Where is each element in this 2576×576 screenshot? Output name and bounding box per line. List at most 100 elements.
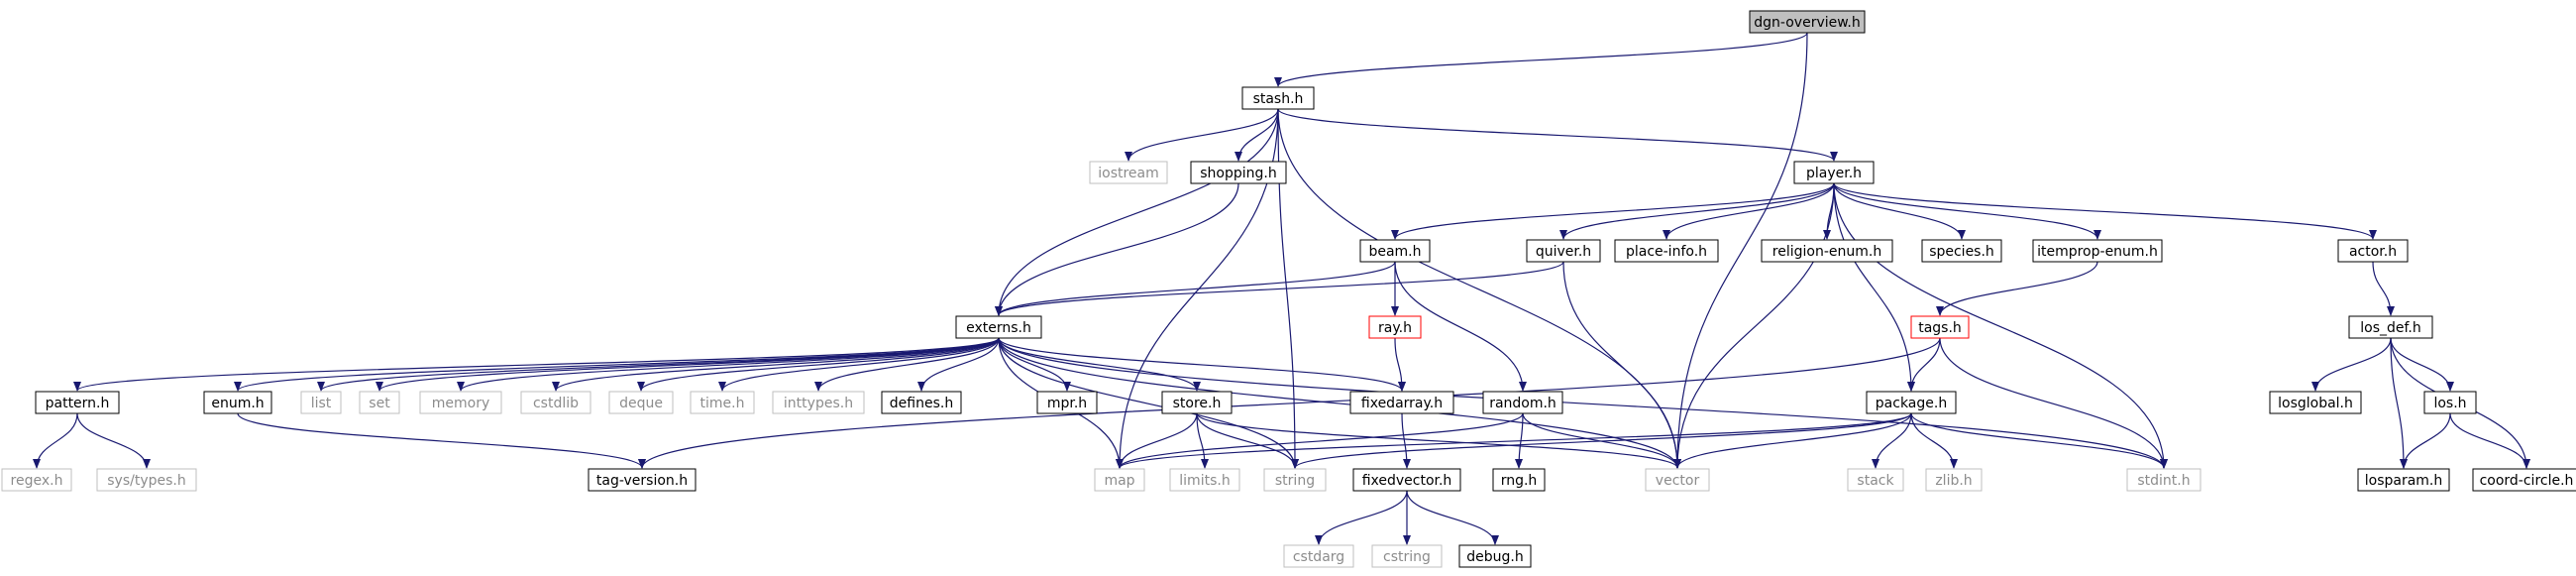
edge-package-h-to-map — [1116, 412, 1912, 469]
node-box — [955, 315, 1042, 339]
node-package-h[interactable]: package.h — [1866, 391, 1957, 414]
node-box — [419, 391, 502, 414]
node-losglobal-h[interactable]: losglobal.h — [2269, 391, 2362, 414]
node-box — [1749, 10, 1866, 34]
node-beam-h[interactable]: beam.h — [1359, 239, 1431, 263]
node-box — [96, 468, 197, 492]
edge-actor-h-to-los-def-h — [2372, 261, 2395, 316]
edge-fixedvector-h-to-debug-h — [1406, 490, 1499, 545]
edge-stash-h-to-vector — [1277, 108, 1681, 469]
node-rng-h[interactable]: rng.h — [1492, 468, 1546, 492]
node-label: shopping.h — [1200, 166, 1276, 181]
edge-externs-h-to-inttypes-h — [814, 337, 1000, 392]
node-mpr-h[interactable]: mpr.h — [1036, 391, 1098, 414]
node-itemprop-enum-h[interactable]: itemprop-enum.h — [2032, 239, 2163, 263]
node-dgn-overview-h[interactable]: dgn-overview.h — [1749, 10, 1866, 34]
node-label: map — [1104, 473, 1134, 489]
node-store-h[interactable]: store.h — [1161, 391, 1233, 414]
node-label: tags.h — [1918, 320, 1962, 336]
node-box — [1645, 468, 1710, 492]
node-enum-h[interactable]: enum.h — [203, 391, 272, 414]
node-box — [1352, 468, 1461, 492]
node-tag-version-h[interactable]: tag-version.h — [588, 468, 697, 492]
node-sys-types-h: sys/types.h — [96, 468, 197, 492]
node-random-h[interactable]: random.h — [1482, 391, 1563, 414]
node-label: list — [311, 396, 332, 411]
node-box — [520, 391, 591, 414]
node-regex-h: regex.h — [1, 468, 72, 492]
node-label: time.h — [700, 396, 745, 411]
node-box — [203, 391, 272, 414]
node-fixedvector-h[interactable]: fixedvector.h — [1352, 468, 1461, 492]
edge-player-h-to-species-h — [1833, 182, 1966, 240]
node-species-h[interactable]: species.h — [1921, 239, 2002, 263]
edge-beam-h-to-random-h — [1394, 261, 1527, 392]
node-pattern-h[interactable]: pattern.h — [35, 391, 120, 414]
edge-externs-h-to-time-h — [718, 337, 1000, 392]
node-label: enum.h — [211, 396, 264, 411]
node-los-def-h[interactable]: los_def.h — [2348, 315, 2433, 339]
edge-dgn-overview-h-to-stash-h — [1274, 32, 1808, 87]
node-time-h: time.h — [690, 391, 755, 414]
node-quiver-h[interactable]: quiver.h — [1526, 239, 1601, 263]
node-label: cstring — [1383, 549, 1431, 565]
node-label: debug.h — [1466, 549, 1523, 565]
edge-player-h-to-vector — [1673, 182, 1835, 469]
node-coord-circle-h[interactable]: coord-circle.h — [2472, 468, 2576, 492]
node-label: stash.h — [1253, 91, 1304, 107]
node-externs-h[interactable]: externs.h — [955, 315, 1042, 339]
node-label: store.h — [1173, 396, 1222, 411]
edge-fixedvector-h-to-cstdarg — [1315, 490, 1408, 545]
node-box — [2348, 315, 2433, 339]
node-label: mpr.h — [1047, 396, 1087, 411]
edge-player-h-to-stdint-h — [1833, 182, 2168, 469]
node-label: rng.h — [1501, 473, 1538, 489]
node-debug-h[interactable]: debug.h — [1458, 544, 1532, 568]
edge-player-h-to-actor-h — [1833, 182, 2377, 240]
node-losparam-h[interactable]: losparam.h — [2357, 468, 2450, 492]
node-box — [1847, 468, 1904, 492]
node-religion-enum-h[interactable]: religion-enum.h — [1761, 239, 1893, 263]
node-box — [1349, 391, 1454, 414]
node-label: tag-version.h — [596, 473, 688, 489]
node-label: stdint.h — [2137, 473, 2190, 489]
node-ray-h[interactable]: ray.h — [1368, 315, 1422, 339]
node-fixedarray-h[interactable]: fixedarray.h — [1349, 391, 1454, 414]
node-box — [35, 391, 120, 414]
node-defines-h[interactable]: defines.h — [881, 391, 962, 414]
node-list: list — [300, 391, 342, 414]
node-label: coord-circle.h — [2480, 473, 2574, 489]
node-box — [1925, 468, 1983, 492]
node-actor-h[interactable]: actor.h — [2337, 239, 2409, 263]
node-stash-h[interactable]: stash.h — [1241, 86, 1315, 110]
edge-quiver-h-to-externs-h — [995, 261, 1564, 316]
node-place-info-h[interactable]: place-info.h — [1614, 239, 1719, 263]
node-player-h[interactable]: player.h — [1793, 161, 1875, 184]
edge-externs-h-to-defines-h — [917, 337, 1000, 392]
node-label: deque — [619, 396, 663, 411]
node-los-h[interactable]: los.h — [2423, 391, 2477, 414]
edge-pattern-h-to-regex-h — [33, 412, 78, 469]
node-box — [1283, 544, 1354, 568]
edge-tags-h-to-stdint-h — [1939, 337, 2168, 469]
node-label: string — [1275, 473, 1315, 489]
node-label: fixedvector.h — [1362, 473, 1452, 489]
node-label: species.h — [1929, 244, 1994, 260]
node-label: regex.h — [11, 473, 63, 489]
edge-externs-h-to-deque — [637, 337, 1000, 392]
edge-stash-h-to-player-h — [1277, 108, 1838, 162]
node-box — [1371, 544, 1443, 568]
node-box — [881, 391, 962, 414]
node-tags-h[interactable]: tags.h — [1910, 315, 1970, 339]
edge-player-h-to-quiver-h — [1559, 182, 1835, 240]
node-box — [1921, 239, 2002, 263]
edge-externs-h-to-enum-h — [234, 337, 1000, 392]
node-shopping-h[interactable]: shopping.h — [1190, 161, 1287, 184]
node-label: cstdarg — [1293, 549, 1344, 565]
node-box — [2126, 468, 2201, 492]
node-label: defines.h — [890, 396, 953, 411]
node-label: los_def.h — [2360, 320, 2420, 336]
edge-los-def-h-to-los-h — [2390, 337, 2454, 392]
node-vector: vector — [1645, 468, 1710, 492]
node-label: dgn-overview.h — [1754, 15, 1860, 31]
